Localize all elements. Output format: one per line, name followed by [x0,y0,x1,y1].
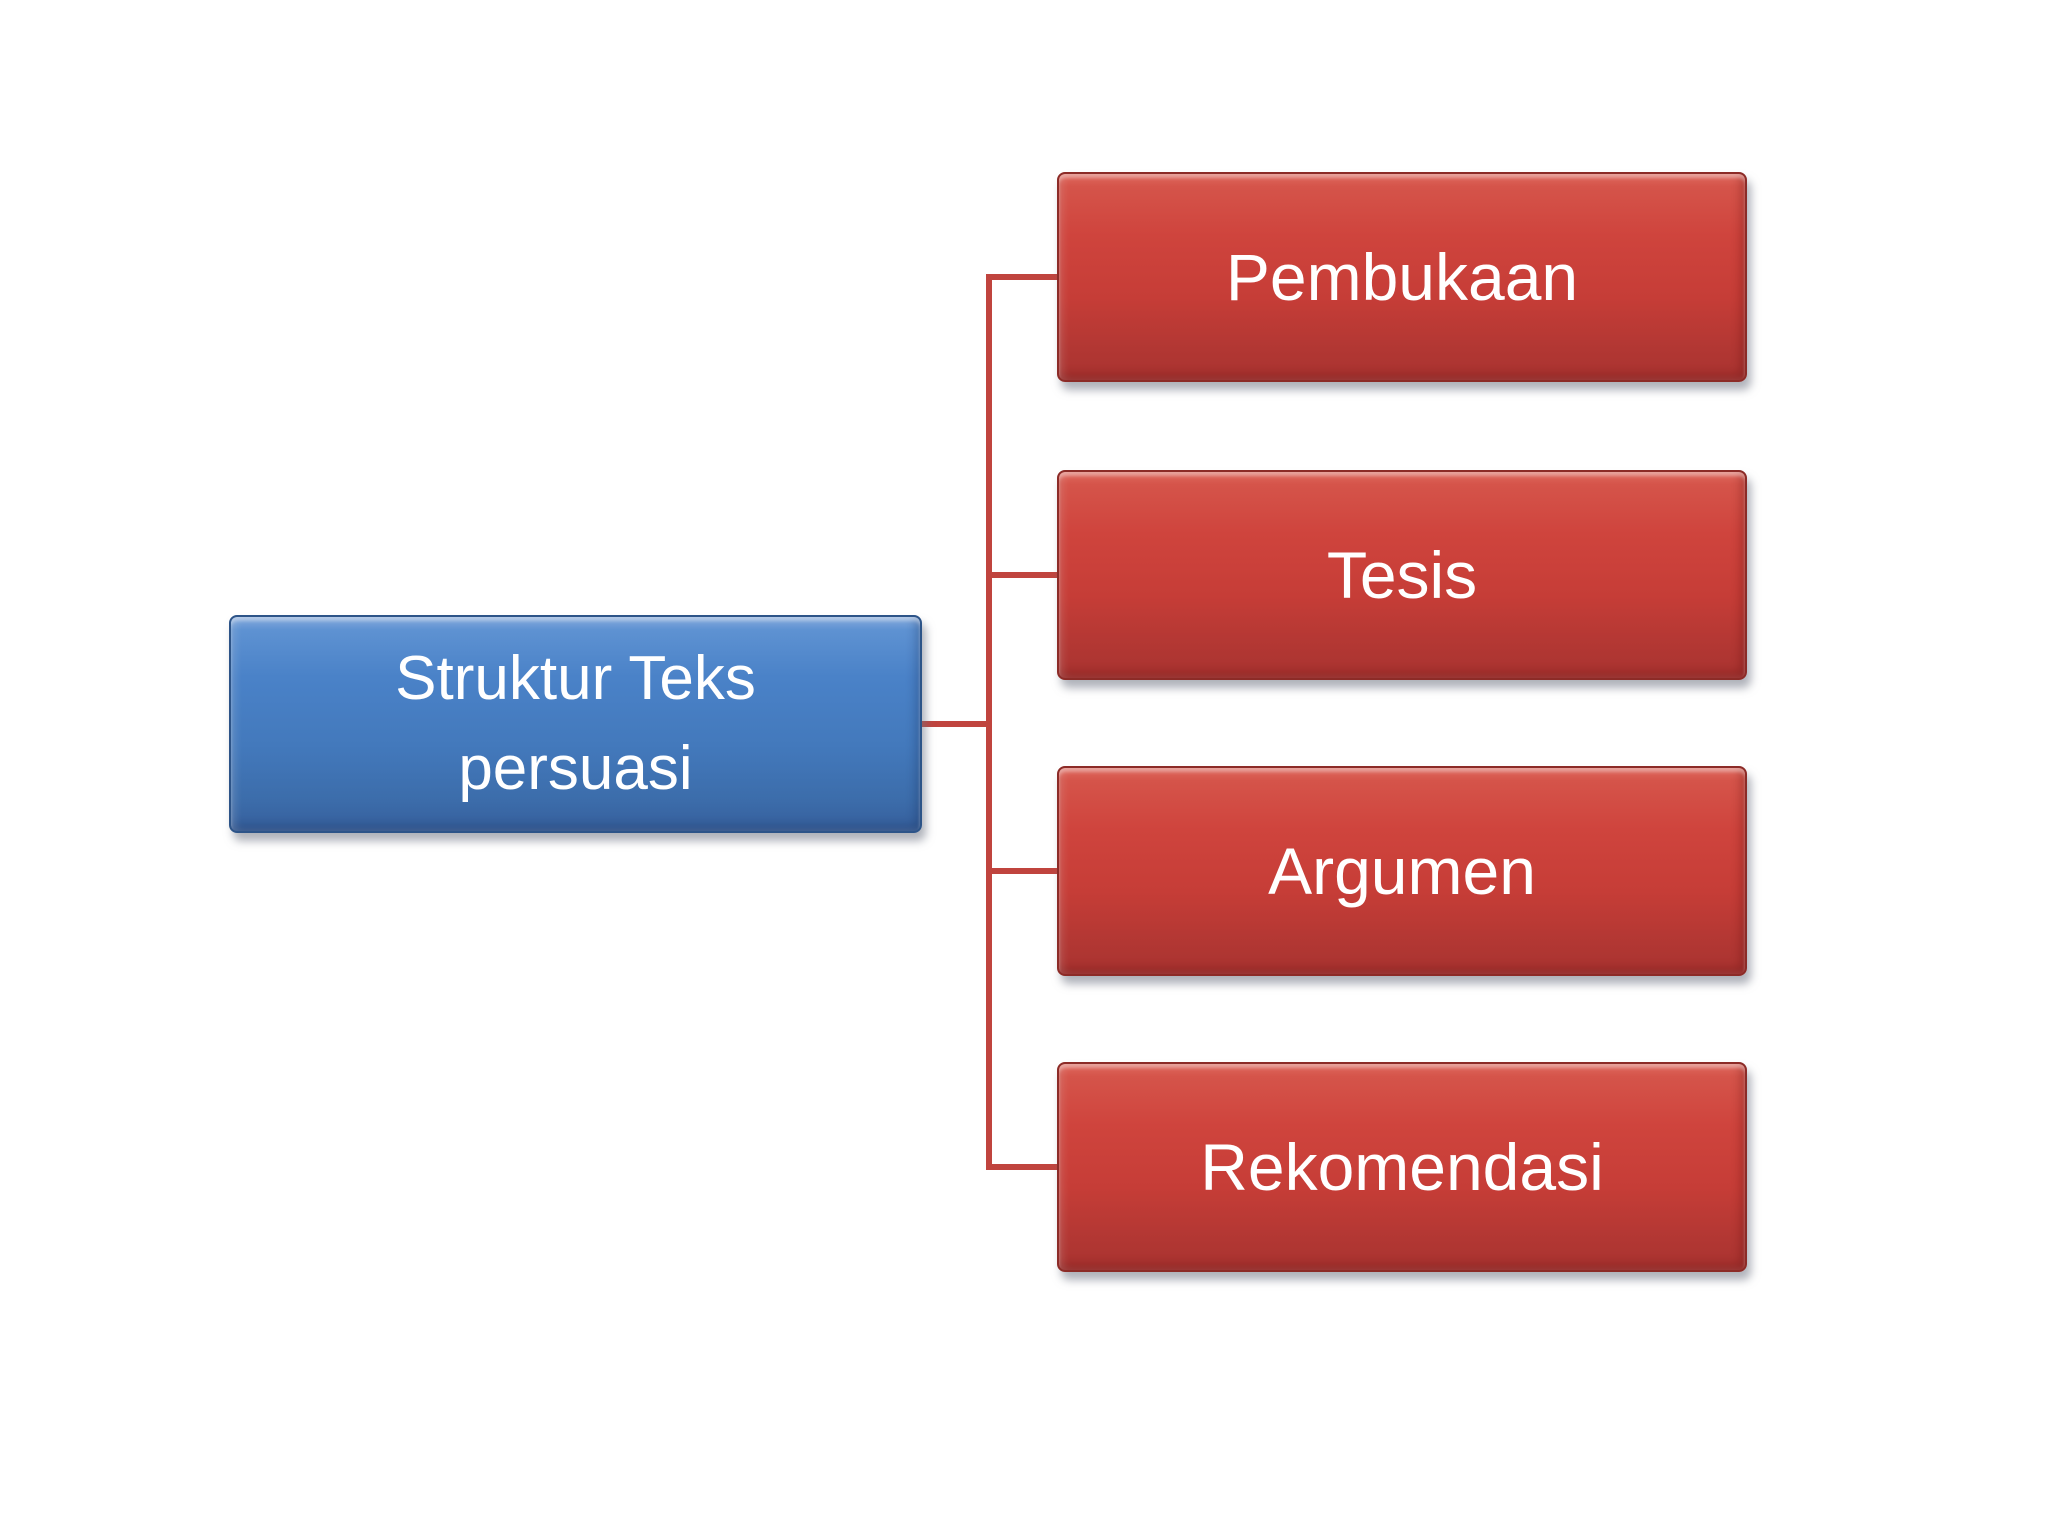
root-node-label: Struktur Teks persuasi [231,634,920,814]
node-root-struktur-teks-persuasi[interactable]: Struktur Teks persuasi [229,615,922,833]
connector-branch-tesis [986,572,1057,578]
node-pembukaan[interactable]: Pembukaan [1057,172,1747,382]
connector-branch-rekomendasi [986,1164,1057,1170]
connector-branch-argumen [986,868,1057,874]
node-label: Argumen [1268,834,1536,908]
node-argumen[interactable]: Argumen [1057,766,1747,976]
node-label: Tesis [1326,538,1478,612]
node-rekomendasi[interactable]: Rekomendasi [1057,1062,1747,1272]
connector-trunk [986,274,992,1170]
connector-root-stub [922,721,992,727]
root-label-line1: Struktur Teks [395,644,756,714]
node-label: Pembukaan [1225,240,1579,314]
connector-branch-pembukaan [986,274,1057,280]
root-label-line2: persuasi [458,734,693,803]
node-label: Rekomendasi [1200,1130,1604,1204]
node-tesis[interactable]: Tesis [1057,470,1747,680]
